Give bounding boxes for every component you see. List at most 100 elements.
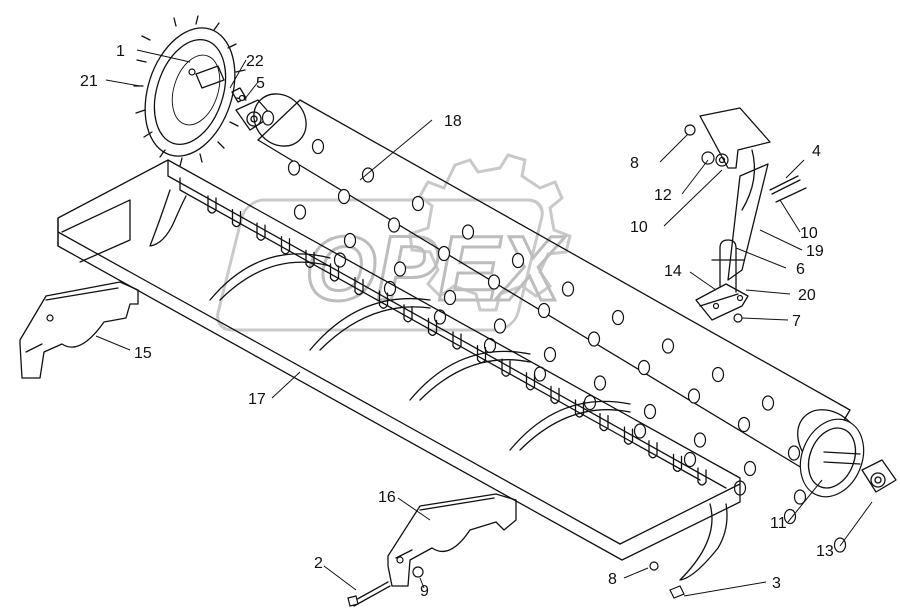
callout-12: 11 — [770, 515, 787, 532]
callout-11: 10 — [800, 225, 818, 242]
roller-stud — [511, 252, 525, 269]
callout-labels: 1 21 22 5 18 8 12 10 4 10 19 6 14 20 7 1… — [80, 43, 834, 600]
watermark-frame — [216, 198, 544, 332]
callout-1: 1 — [116, 43, 125, 60]
frame-bracket — [378, 290, 389, 309]
callout-17: 16 — [378, 489, 396, 506]
fasteners — [347, 124, 807, 607]
roller-stud — [343, 232, 357, 249]
roller-stud — [293, 204, 307, 220]
bolt-4 — [769, 175, 801, 195]
callout-9: 9 — [420, 583, 429, 600]
roller-stud — [261, 110, 275, 126]
callout-8-upper: 8 — [630, 155, 639, 172]
bolt-2 — [351, 581, 391, 607]
callout-19: 18 — [444, 113, 462, 130]
main-frame — [57, 159, 741, 581]
nut-7 — [733, 313, 743, 323]
roller-stud — [783, 508, 797, 525]
frame-bracket — [256, 222, 266, 241]
callout-16: 15 — [134, 345, 152, 362]
roller-stud — [393, 261, 407, 277]
washer-13 — [701, 151, 715, 165]
callout-10: 10 — [630, 219, 648, 236]
roller-stud — [693, 432, 707, 448]
mounting-bracket-front — [387, 493, 517, 587]
callout-6: 6 — [796, 261, 805, 278]
roller-stud — [411, 195, 425, 212]
roller-stud — [587, 331, 601, 347]
scraper-blade — [695, 283, 749, 321]
roller-stud — [793, 489, 807, 505]
frame-bracket — [231, 208, 242, 228]
scraper-arm — [699, 107, 771, 281]
frame-bracket — [574, 399, 585, 418]
leader-lines — [95, 49, 873, 597]
nut-8-lower — [649, 561, 659, 571]
callout-8-lower: 8 — [608, 571, 617, 588]
roller-stud — [737, 416, 751, 433]
roller-stud — [611, 309, 625, 326]
frame-bracket — [452, 331, 462, 350]
callout-18: 17 — [248, 391, 266, 408]
frame-bracket — [648, 440, 658, 459]
roller-stud — [711, 366, 725, 383]
roller-stud — [743, 460, 757, 477]
frame-bracket — [550, 385, 560, 405]
callout-5: 5 — [256, 75, 265, 92]
callout-2: 2 — [314, 555, 323, 572]
roller-stud — [661, 338, 675, 354]
roller-stud — [687, 388, 701, 404]
roller-stud — [543, 346, 557, 363]
roller-stud — [337, 188, 351, 205]
frame-bracket — [305, 249, 315, 269]
nut-9 — [412, 566, 424, 578]
roller-stud — [461, 224, 475, 240]
roller-stud — [437, 245, 451, 262]
roller-studs — [261, 110, 847, 553]
frame-bracket — [623, 426, 634, 445]
callout-4: 4 — [812, 143, 821, 160]
roller-end-disc — [799, 418, 865, 498]
bearing-flange-right — [861, 459, 897, 493]
roller-stud — [287, 160, 301, 176]
callout-14: 13 — [816, 543, 834, 560]
roller-stud — [487, 274, 501, 290]
roller-stud — [787, 445, 801, 461]
bolt-3 — [669, 585, 685, 599]
frame-bracket — [207, 195, 217, 214]
roller-stud — [387, 217, 401, 233]
roller-stud — [537, 302, 551, 319]
callout-21: 20 — [798, 287, 816, 304]
frame-bracket — [354, 276, 364, 296]
frame-brackets — [207, 195, 707, 486]
frame-bracket — [476, 344, 487, 364]
roller-stud — [433, 309, 447, 325]
callout-13: 12 — [654, 187, 672, 204]
frame-bracket — [525, 372, 536, 391]
roller-stud — [761, 395, 775, 411]
callout-23: 22 — [246, 53, 264, 70]
frame-bracket — [697, 467, 707, 486]
callout-3: 3 — [772, 575, 781, 592]
roller-stud — [633, 423, 647, 439]
callout-15: 14 — [664, 263, 682, 280]
frame-bracket — [427, 317, 438, 337]
frame-bracket — [672, 453, 683, 473]
roller-stud — [493, 318, 507, 334]
frame-bracket — [280, 236, 291, 255]
callout-20: 19 — [806, 243, 824, 260]
watermark-logo: OPEX — [216, 153, 572, 332]
callout-7: 7 — [792, 313, 801, 330]
roller-stud — [593, 375, 607, 391]
nut-8-upper — [684, 124, 696, 136]
u-bolt — [711, 239, 745, 293]
frame-bracket — [501, 358, 511, 377]
roller-stud — [443, 289, 457, 306]
roller-stud — [311, 138, 325, 155]
callout-22: 21 — [80, 73, 98, 90]
frame-bracket — [329, 263, 340, 282]
roller-stud — [683, 451, 697, 468]
